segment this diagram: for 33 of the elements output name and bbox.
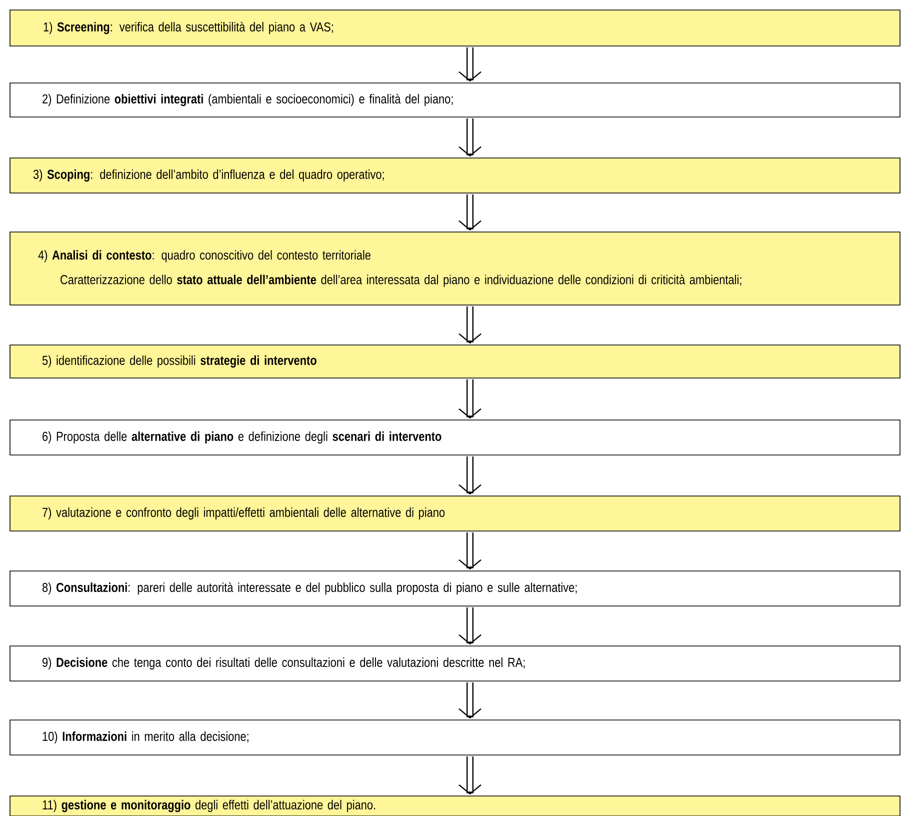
step-text: 8) Consultazioni: pareri delle autorità interessate e del pubblico sulla proposta di piano e sulle alternative; [42,582,577,595]
step-text: 10) Informazioni in merito alla decisione; [42,731,248,744]
step-text: 6) Proposta delle alternative di piano e definizione degli scenari di intervento [42,431,442,444]
step-box [10,10,900,46]
double-arrow [458,306,482,344]
double-arrow [458,456,482,495]
double-arrow [458,682,482,719]
double-arrow [458,47,482,82]
step-box [10,646,900,682]
step-text: 4) Analisi di contesto: quadro conoscitivo del contesto territoriale [38,250,370,262]
step-text: 5) identificazione delle possibili strategie di intervento [42,355,316,368]
step-box [10,232,900,306]
double-arrow [458,118,482,157]
double-arrow [458,194,482,231]
step-box [10,796,900,816]
step-text: 9) Decisione che tenga conto dei risultati delle consultazioni e delle valutazioni descritte nel RA; [42,657,525,670]
double-arrow [458,756,482,795]
step-text: Caratterizzazione dello stato attuale dell’ambiente dell’area interessata dal piano e individuazione delle condizioni di criticità ambientali; [60,274,742,287]
step-box [10,420,900,456]
double-arrow [458,532,482,570]
step-text: 2) Definizione obiettivi integrati (ambientali e socioeconomici) e finalità del piano; [42,94,453,106]
step-box [10,496,900,532]
double-arrow [458,607,482,645]
step-box [10,570,900,606]
step-box [10,158,900,194]
double-arrow [458,379,482,419]
step-box [10,82,900,118]
step-box [10,344,900,378]
step-text: 3) Scoping: definizione dell’ambito d’influenza e del quadro operativo; [33,169,384,182]
step-box [10,720,900,756]
step-text: 7) valutazione e confronto degli impatti/effetti ambientali delle alternative di piano [42,507,445,520]
step-text: 11) gestione e monitoraggio degli effetti dell’attuazione del piano. [42,800,376,812]
step-text: 1) Screening: verifica della suscettibilità del piano a VAS; [44,22,333,34]
